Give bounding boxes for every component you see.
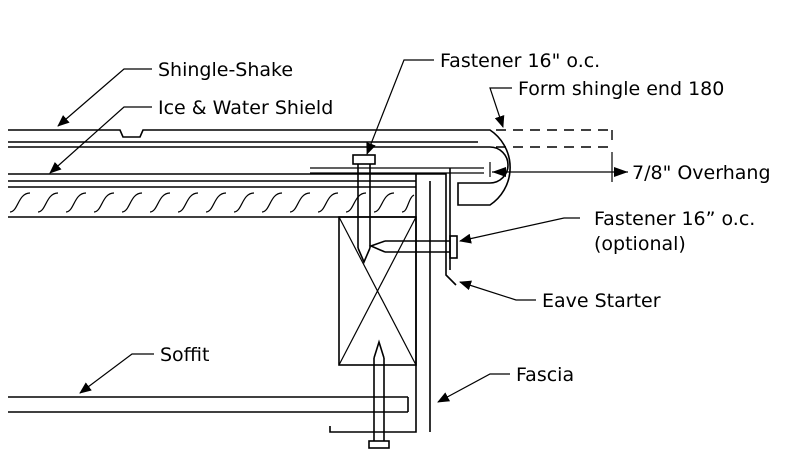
soffit-board	[8, 396, 409, 413]
fastener-optional	[368, 235, 458, 259]
label-ice-water-shield: Ice & Water Shield	[158, 97, 333, 119]
shingle-shake-panel	[8, 129, 511, 206]
leader-lines	[49, 59, 580, 403]
fastener-bottom	[368, 339, 390, 449]
fascia-board	[329, 174, 431, 433]
label-soffit: Soffit	[160, 344, 210, 366]
eave-starter	[416, 168, 457, 286]
label-fastener-optional-2: (optional)	[594, 233, 686, 255]
label-fascia: Fascia	[516, 364, 574, 386]
label-fastener-top: Fastener 16" o.c.	[440, 50, 600, 72]
roof-deck	[8, 186, 416, 218]
label-shingle-shake: Shingle-Shake	[158, 59, 293, 81]
label-eave-starter: Eave Starter	[542, 290, 661, 312]
label-overhang: 7/8" Overhang	[632, 162, 771, 184]
label-form-shingle-end: Form shingle end 180	[518, 78, 724, 100]
ice-water-shield-layer	[8, 173, 416, 182]
shingle-unformed-end-dashed	[496, 129, 613, 148]
fastener-top	[352, 154, 376, 265]
blocking-box	[338, 216, 417, 366]
label-fastener-optional-1: Fastener 16” o.c.	[594, 208, 755, 230]
overhang-dimension	[489, 152, 628, 182]
